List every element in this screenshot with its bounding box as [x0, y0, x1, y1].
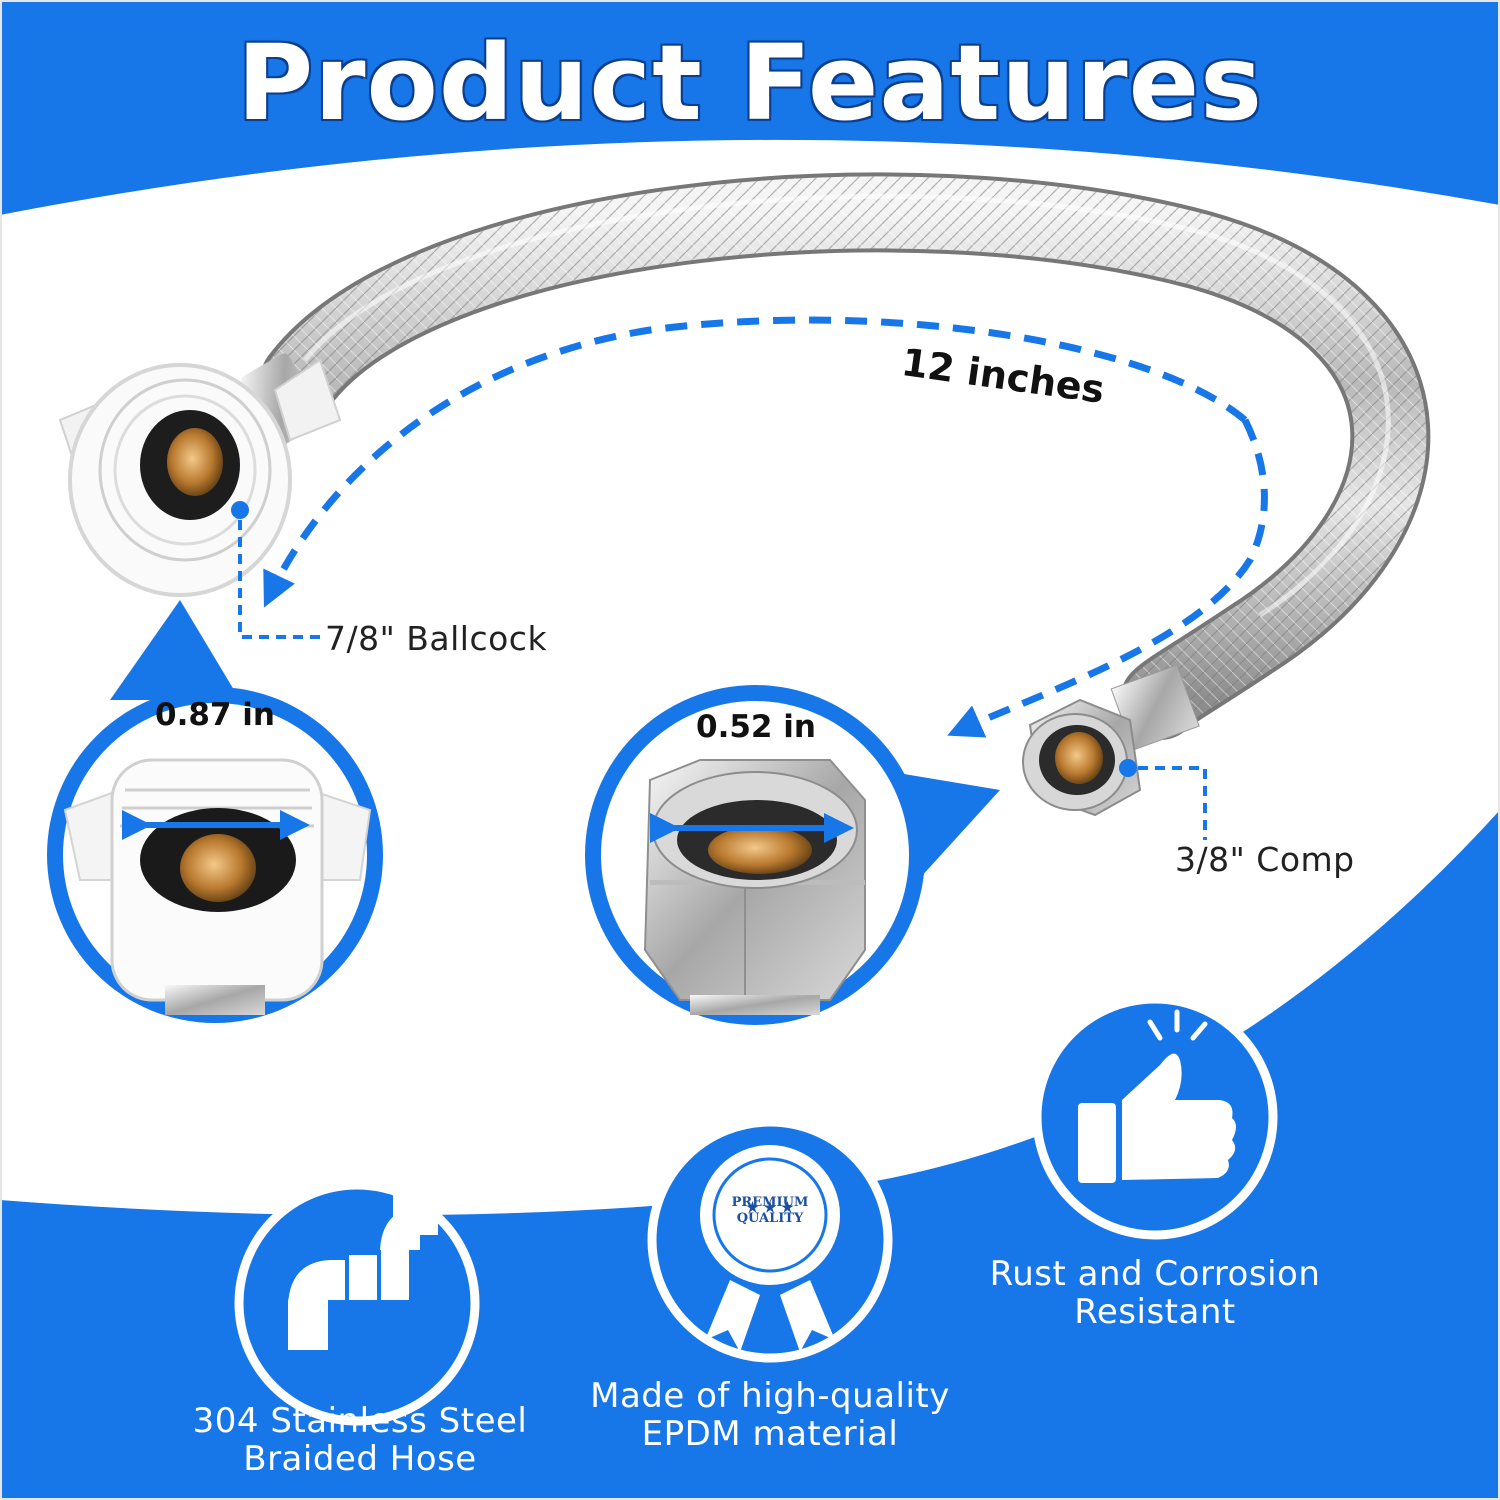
feature-epdm-material: Made of high-quality EPDM material — [560, 1377, 980, 1453]
feature-stainless-hose: 304 Stainless Steel Braided Hose — [160, 1402, 560, 1478]
braided-hose — [260, 172, 1431, 740]
comp-diameter-label: 0.52 in — [696, 709, 816, 745]
premium-badge-line2: QUALITY — [736, 1211, 804, 1226]
comp-callout: 3/8" Comp — [1175, 840, 1355, 879]
header-band — [0, 0, 1500, 215]
ballcock-diameter-label: 0.87 in — [155, 697, 275, 733]
premium-badge-line1: PREMIUM — [731, 1195, 809, 1210]
pipe-icon — [288, 1195, 438, 1350]
premium-badge-text: PREMIUM QUALITY — [720, 1195, 820, 1227]
feature-rust-resistant-line1: Rust and Corrosion — [989, 1254, 1321, 1294]
feature-epdm-material-line2: EPDM material — [641, 1414, 899, 1454]
svg-text:★ ★ ★: ★ ★ ★ — [746, 1200, 794, 1216]
feature-epdm-material-line1: Made of high-quality — [590, 1376, 950, 1416]
feature-rust-resistant: Rust and Corrosion Resistant — [950, 1255, 1360, 1331]
comp-closeup — [643, 759, 866, 1015]
feature-rust-resistant-line2: Resistant — [1074, 1292, 1236, 1332]
feature-circle-left — [234, 1180, 480, 1426]
feature-stainless-hose-line2: Braided Hose — [243, 1439, 477, 1479]
ballcock-nut — [58, 353, 342, 597]
ballcock-callout: 7/8" Ballcock — [325, 619, 548, 658]
page-title: Product Features — [236, 22, 1264, 144]
compression-nut — [1022, 664, 1200, 817]
length-arc — [947, 418, 1268, 738]
premium-quality-badge-icon: ★ ★ ★ — [700, 1145, 840, 1352]
feature-stainless-hose-line1: 304 Stainless Steel — [192, 1401, 528, 1441]
thumbs-up-icon — [1078, 1009, 1236, 1183]
